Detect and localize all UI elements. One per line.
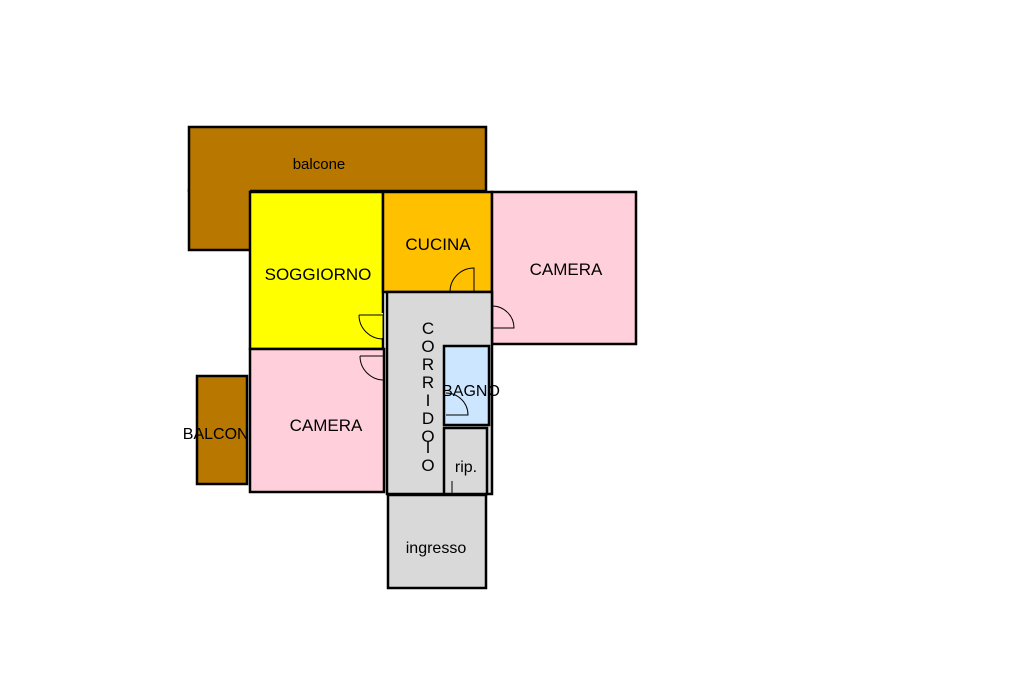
room-balcone-top: balcone bbox=[187, 125, 488, 252]
corridoio-letter: R bbox=[422, 373, 434, 392]
bagno-area bbox=[442, 344, 491, 427]
corridoio-letter: O bbox=[421, 456, 434, 475]
balcone-left-area bbox=[195, 374, 249, 486]
corridoio-label: C O R R I D O I O bbox=[421, 319, 434, 475]
door-camera-left-icon bbox=[359, 355, 385, 381]
balcone-top-area bbox=[187, 125, 488, 193]
corridoio-letter: I bbox=[426, 391, 431, 410]
door-soggiorno-leaf bbox=[374, 313, 383, 338]
room-ripostiglio: rip. bbox=[442, 426, 489, 496]
room-balcone-left: BALCONE bbox=[183, 374, 259, 486]
bagno-label: BAGNO bbox=[442, 383, 500, 400]
soggiorno-area bbox=[248, 190, 385, 351]
door-soggiorno-icon bbox=[358, 314, 384, 340]
room-ingresso: ingresso bbox=[386, 493, 488, 590]
door-bagno-icon bbox=[445, 392, 469, 416]
balcone-left-label: BALCONE bbox=[183, 426, 259, 443]
corridoio-letter: C bbox=[422, 319, 434, 338]
doors bbox=[358, 267, 515, 494]
balcone-top-area-left bbox=[189, 189, 250, 250]
room-soggiorno: SOGGIORNO bbox=[248, 190, 385, 351]
cucina-label: CUCINA bbox=[405, 235, 471, 254]
door-cucina-icon bbox=[449, 267, 475, 293]
balcone-top-label: balcone bbox=[293, 156, 346, 173]
room-camera-left: CAMERA bbox=[248, 347, 386, 494]
ripostiglio-area bbox=[442, 426, 489, 496]
room-camera-right: CAMERA bbox=[490, 190, 638, 346]
corridoio-letter: I bbox=[426, 438, 431, 457]
camera-right-area bbox=[490, 190, 638, 346]
room-cucina: CUCINA bbox=[381, 190, 494, 294]
ingresso-area bbox=[386, 493, 488, 590]
ingresso-label: ingresso bbox=[406, 540, 467, 557]
camera-left-area bbox=[248, 347, 386, 494]
corridoio-letter: O bbox=[421, 337, 434, 356]
camera-left-label: CAMERA bbox=[290, 416, 363, 435]
ripostiglio-label: rip. bbox=[455, 459, 477, 476]
corridoio-letter: O bbox=[421, 427, 434, 446]
camera-right-label: CAMERA bbox=[530, 260, 603, 279]
corridoio-letter: D bbox=[422, 409, 434, 428]
corridoio-letter: R bbox=[422, 355, 434, 374]
soggiorno-label: SOGGIORNO bbox=[265, 265, 372, 284]
door-camera-right-icon bbox=[491, 305, 515, 329]
